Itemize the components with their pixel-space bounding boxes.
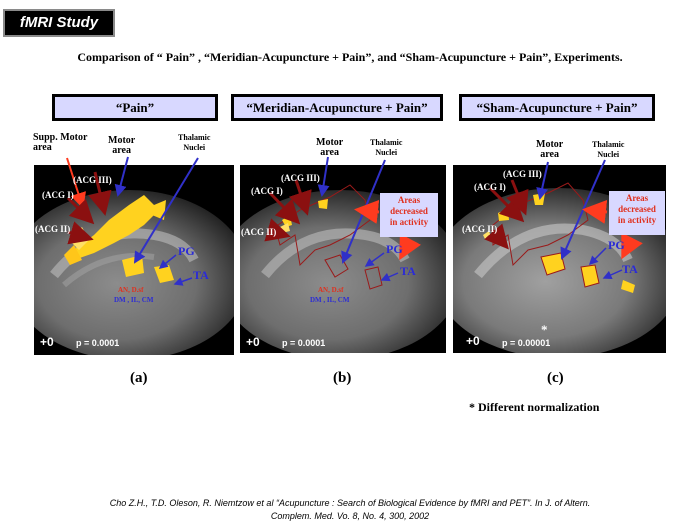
panel-c-ta-label: TA <box>622 262 638 276</box>
panel-b-nuclei-blue: DM , IL, CM <box>310 296 350 304</box>
panel-c-p-value: p = 0.00001 <box>502 338 551 348</box>
panel-a-ta-label: TA <box>193 268 209 282</box>
panel-c-offset: +0 <box>466 334 480 348</box>
panel-b-acg1-label: (ACG I) <box>251 186 283 196</box>
citation-line-2: Complem. Med. Vo. 8, No. 4, 300, 2002 <box>270 511 430 521</box>
panel-c-thalamic-label: Thalamic Nuclei <box>592 140 625 159</box>
panel-b-acg3-label: (ACG III) <box>281 173 320 183</box>
panel-b-decreased-callout: Areas decreased in activity <box>380 193 438 237</box>
panel-c-acg1-label: (ACG I) <box>474 182 506 192</box>
panel-b-thalamic-label: Thalamic Nuclei <box>370 138 403 157</box>
panel-b-offset: +0 <box>246 335 260 349</box>
caption-c: (c) <box>547 370 564 386</box>
panel-b-ta-label: TA <box>400 264 416 278</box>
panel-c-label: “Sham-Acupuncture + Pain” <box>459 94 655 121</box>
panel-b-motor-label: Motor area <box>316 137 344 158</box>
panel-c-pg-label: PG <box>608 238 625 252</box>
panel-a-supp-motor-label: Supp. Motor area <box>33 132 88 153</box>
panel-b-pg-label: PG <box>386 242 403 256</box>
panel-a-acg3-label: (ACG III) <box>73 175 112 185</box>
panel-b-p-value: p = 0.0001 <box>282 338 326 348</box>
caption-b: (b) <box>333 370 352 386</box>
panel-a-acg2-label: (ACG II) <box>35 224 71 234</box>
panel-a-label: “Pain” <box>52 94 218 121</box>
panel-c-normalization-marker: * <box>541 322 548 337</box>
panel-a-motor-label: Motor area <box>108 135 136 156</box>
panel-a-nuclei-red: AN, D.sf <box>118 286 144 294</box>
panel-c-acg2-label: (ACG II) <box>462 224 498 234</box>
panel-a-thalamic-label: Thalamic Nuclei <box>178 133 211 152</box>
citation-line-1: Cho Z.H., T.D. Oleson, R. Niemtzow et al… <box>109 498 591 508</box>
panel-a-acg1-label: (ACG I) <box>42 190 74 200</box>
panel-a-offset: +0 <box>40 335 54 349</box>
panel-b-nuclei-red: AN, D.sf <box>318 286 344 294</box>
normalization-footnote: * Different normalization <box>469 400 600 414</box>
caption-a: (a) <box>130 370 148 386</box>
panel-a-nuclei-blue: DM , IL, CM <box>114 296 154 304</box>
comparison-subtitle: Comparison of “ Pain” , “Meridian-Acupun… <box>77 50 623 64</box>
study-badge: fMRI Study <box>3 9 115 37</box>
panel-c-decreased-callout: Areas decreased in activity <box>609 191 665 235</box>
panel-c-motor-label: Motor area <box>536 139 564 160</box>
panel-b-acg2-label: (ACG II) <box>241 227 277 237</box>
panel-a-pg-label: PG <box>178 244 195 258</box>
panel-a-p-value: p = 0.0001 <box>76 338 120 348</box>
panel-b-label: “Meridian-Acupuncture + Pain” <box>231 94 443 121</box>
panel-c-acg3-label: (ACG III) <box>503 169 542 179</box>
citation: Cho Z.H., T.D. Oleson, R. Niemtzow et al… <box>0 497 700 523</box>
